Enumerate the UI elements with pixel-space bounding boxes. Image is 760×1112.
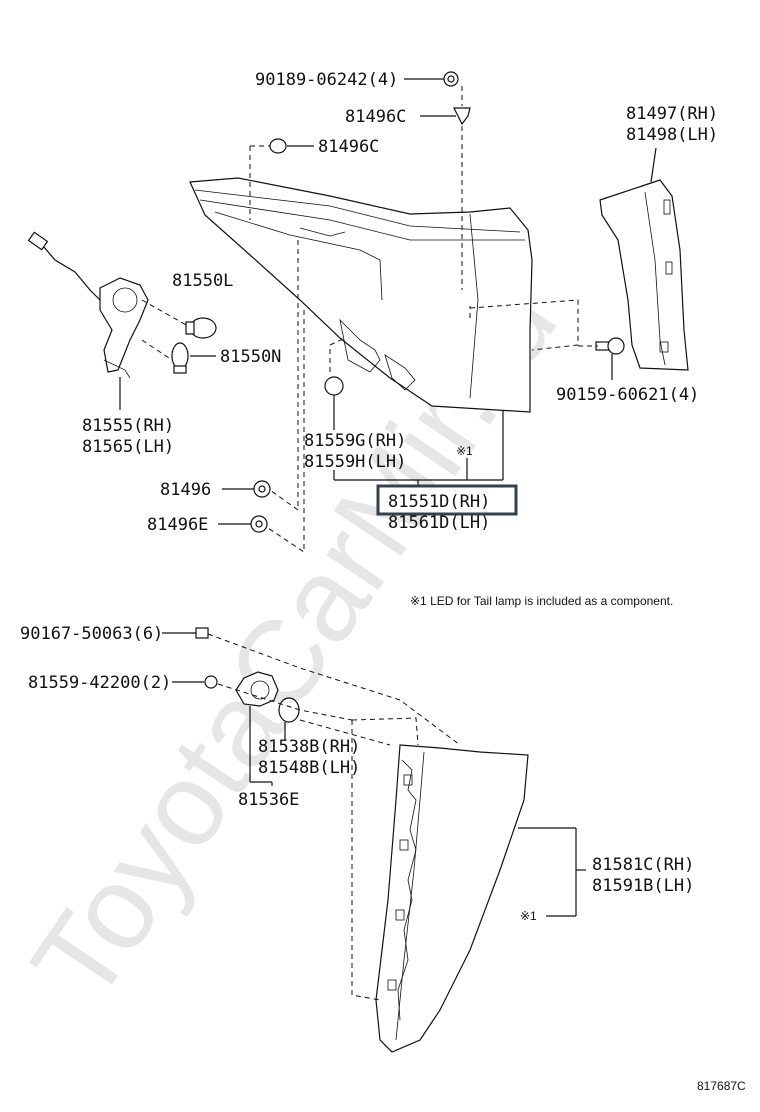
tail-lamp-inner-lower — [375, 744, 529, 1053]
label-81498: 81498(LH) — [626, 125, 718, 145]
label-90167-50063: 90167-50063(6) — [20, 624, 163, 644]
label-81551d: 81551D(RH) — [388, 492, 490, 512]
mark-1-lower: ※1 — [520, 909, 537, 923]
label-90189-06242: 90189-06242(4) — [255, 70, 398, 90]
socket-81536e — [235, 671, 279, 707]
screw-90167 — [195, 627, 209, 639]
leader-lines-upper — [119, 78, 657, 525]
label-81561d: 81561D(LH) — [388, 513, 490, 533]
label-81565: 81565(LH) — [82, 437, 174, 457]
tail-lamp-assembly-upper — [189, 177, 533, 413]
bulb-81550n — [171, 342, 189, 374]
label-81591b: 81591B(LH) — [592, 876, 694, 896]
component-note: ※1 LED for Tail lamp is included as a co… — [410, 594, 673, 608]
nut-81496e — [250, 515, 268, 533]
label-90159-60621: 90159-60621(4) — [556, 385, 699, 405]
leader-lines-lower — [162, 632, 586, 917]
label-81559-42200: 81559-42200(2) — [28, 673, 171, 693]
label-81555: 81555(RH) — [82, 416, 174, 436]
label-81548b: 81548B(LH) — [258, 758, 360, 778]
label-81538b: 81538B(RH) — [258, 737, 360, 757]
highlighted-part-81551d[interactable]: 81561D(LH) 81551D(RH) — [376, 484, 518, 533]
label-81559g: 81559G(RH) — [304, 431, 406, 451]
socket-wire-81555 — [27, 231, 149, 379]
label-81496: 81496 — [160, 480, 211, 500]
side-cover-part — [599, 179, 689, 371]
label-81550n: 81550N — [220, 347, 281, 367]
screw-90159 — [595, 337, 625, 355]
gasket-81538b — [278, 697, 300, 723]
label-81497: 81497(RH) — [626, 104, 718, 124]
screw-90189 — [443, 71, 459, 87]
clip-81496c-b — [269, 138, 287, 154]
dashed-guides-upper — [141, 86, 598, 553]
label-81536e: 81536E — [238, 790, 299, 810]
nut-81559-42200 — [204, 675, 218, 689]
nut-81496 — [253, 480, 271, 498]
grommet-81559g — [324, 376, 344, 396]
clip-81496c-a — [453, 107, 471, 126]
label-81496e: 81496E — [147, 515, 208, 535]
bulb-81550l — [185, 317, 217, 339]
dashed-guides-lower — [207, 633, 461, 1001]
highlight-box — [376, 484, 518, 516]
label-81496c-b: 81496C — [318, 137, 379, 157]
label-81496c-a: 81496C — [345, 107, 406, 127]
mark-1-upper: ※1 — [456, 444, 473, 458]
label-81550l: 81550L — [172, 271, 233, 291]
diagram-id: 817687C — [697, 1079, 746, 1093]
label-81559h: 81559H(LH) — [304, 452, 406, 472]
label-81581c: 81581C(RH) — [592, 855, 694, 875]
highlight-fill — [378, 486, 516, 514]
